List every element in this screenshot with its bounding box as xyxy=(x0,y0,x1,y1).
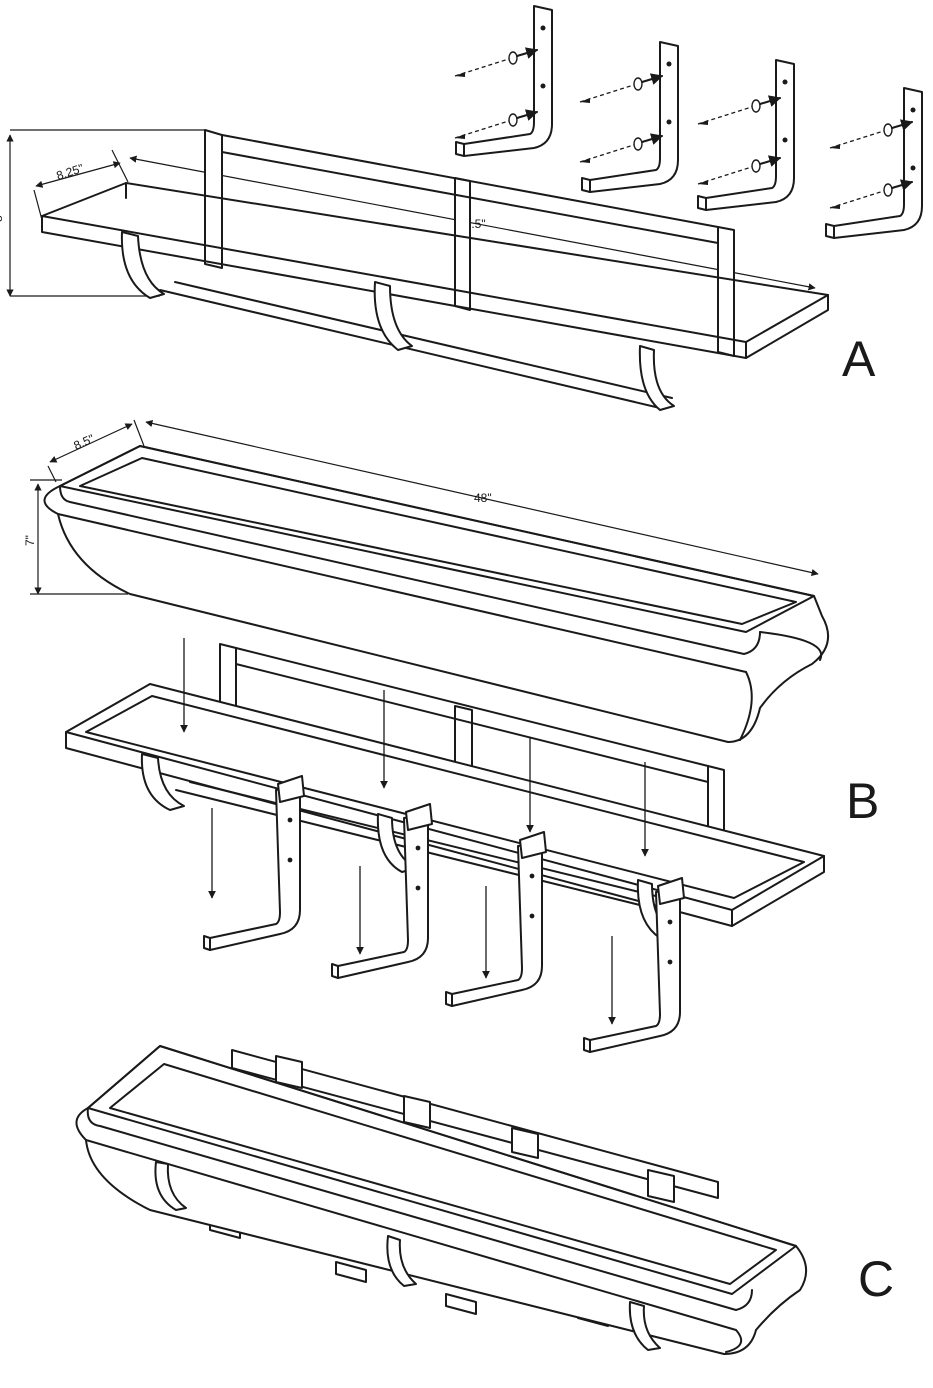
panel-b-arrows xyxy=(180,638,649,1025)
panel-a-bracket-1 xyxy=(455,5,553,157)
panel-c-letter: C xyxy=(858,1251,894,1307)
panel-c-planter xyxy=(75,1045,807,1355)
panel-a-height-label: 8" xyxy=(0,211,5,222)
panel-c-bracket-tabs xyxy=(209,1049,719,1327)
panel-a: 8" 8.25" 46.5" xyxy=(0,5,923,411)
panel-b-rack xyxy=(65,643,825,939)
panel-b-dimensions xyxy=(30,419,819,595)
panel-b: 7" 8.5" 48" xyxy=(23,419,879,1053)
panel-a-letter: A xyxy=(842,331,876,387)
panel-a-rack xyxy=(41,129,829,411)
panel-b-height-label: 7" xyxy=(23,535,37,546)
panel-a-bracket-2 xyxy=(580,41,679,193)
panel-a-width-label: 8.25" xyxy=(55,161,86,183)
panel-b-planter xyxy=(43,445,830,743)
panel-c: C xyxy=(75,1045,894,1355)
panel-b-length-label: 48" xyxy=(474,491,492,505)
panel-b-letter: B xyxy=(846,773,879,829)
panel-a-dimensions xyxy=(6,129,816,297)
panel-a-bracket-4 xyxy=(825,87,923,239)
panel-a-bracket-3 xyxy=(697,59,795,211)
panel-b-width-label: 8.5" xyxy=(72,431,97,452)
